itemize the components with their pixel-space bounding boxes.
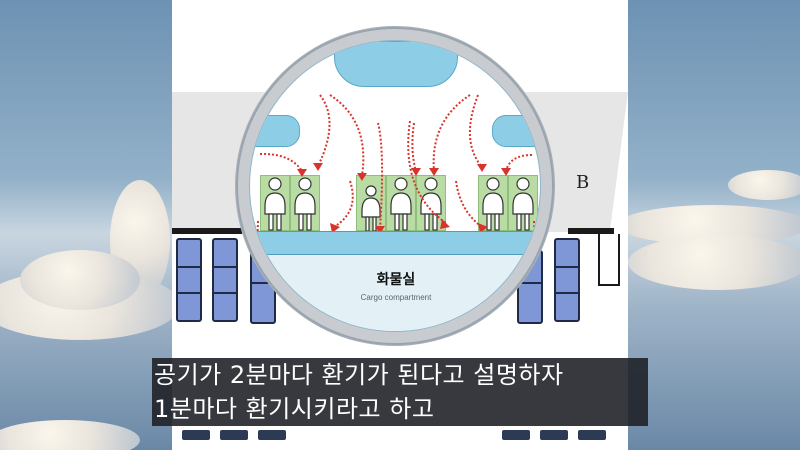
cabin-interior: 화물실 Cargo compartment	[249, 40, 541, 332]
subtitle-line-2: 1분마다 환기시키라고 하고	[152, 392, 648, 426]
cargo-label-korean: 화물실	[376, 272, 416, 288]
subtitle-line-1: 공기가 2분마다 환기가 된다고 설명하자	[152, 358, 648, 392]
overhead-bin-right	[492, 115, 540, 147]
floor-rail	[172, 228, 242, 234]
seat-column	[554, 238, 580, 322]
seat-row-bottom	[258, 430, 286, 440]
seat-row-bottom	[540, 430, 568, 440]
passenger-icons	[264, 177, 534, 232]
cloud	[0, 420, 140, 450]
seat-row-bottom	[502, 430, 530, 440]
seat-row-bottom	[578, 430, 606, 440]
seat-column	[176, 238, 202, 322]
overhead-bin-left	[250, 115, 300, 147]
passengers-and-airflow	[256, 94, 536, 283]
sky-background-left	[0, 0, 172, 450]
section-label-b: B	[576, 172, 590, 193]
seat-row-bottom	[182, 430, 210, 440]
overhead-bin-center	[334, 41, 458, 87]
cloud	[728, 170, 800, 200]
seat-row-bottom	[220, 430, 248, 440]
sky-background-right	[628, 0, 800, 450]
subtitle-caption: 공기가 2분마다 환기가 된다고 설명하자 1분마다 환기시키라고 하고	[152, 358, 648, 426]
cloud	[628, 235, 800, 290]
floor-rail	[568, 228, 614, 234]
cargo-label-english: Cargo compartment	[360, 293, 432, 302]
cabin-floor	[250, 231, 540, 255]
cloud	[20, 250, 140, 310]
seat-column	[212, 238, 238, 322]
cargo-compartment	[250, 255, 540, 331]
fuselage-cross-section: 화물실 Cargo compartment	[236, 27, 554, 345]
galley-box	[598, 234, 620, 286]
